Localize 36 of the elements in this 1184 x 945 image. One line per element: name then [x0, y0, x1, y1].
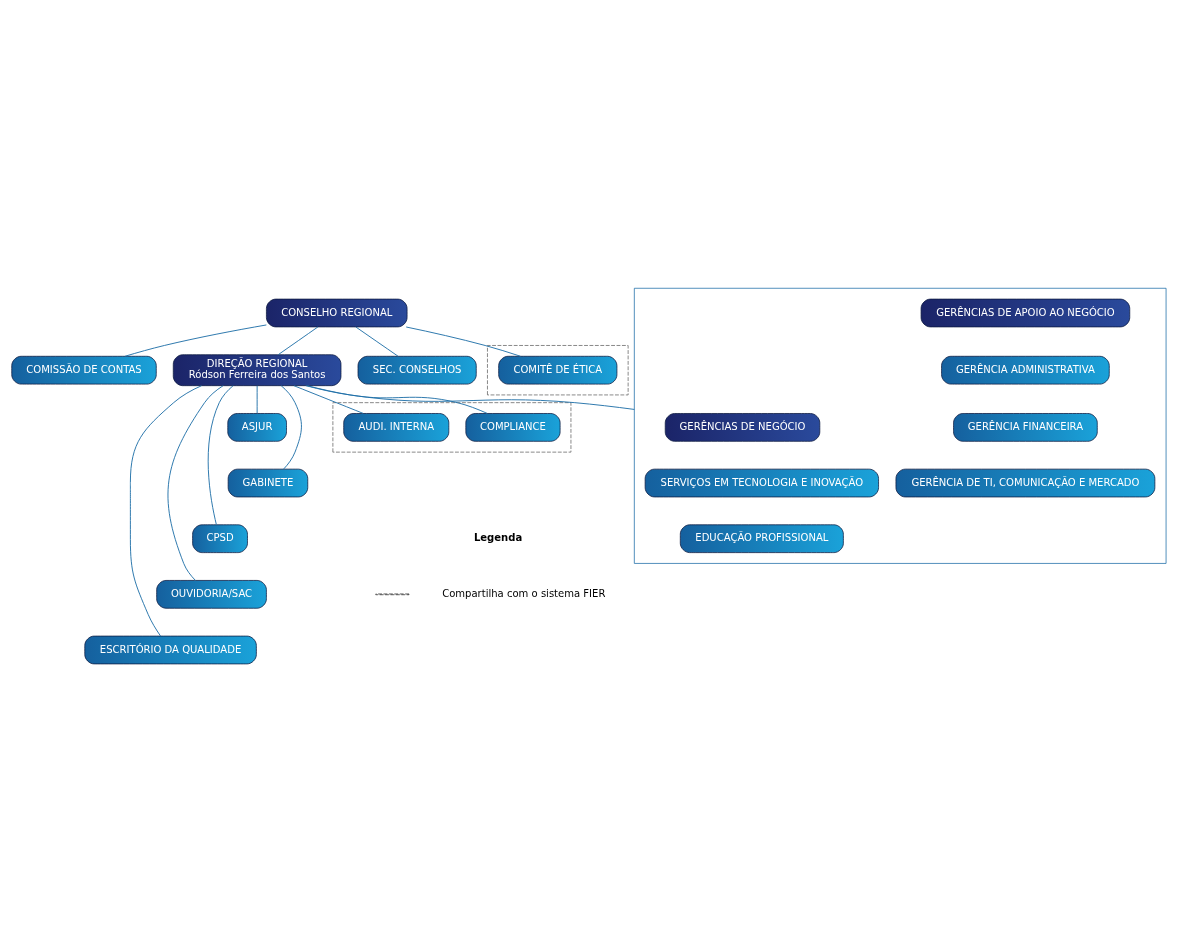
connector: [306, 384, 488, 414]
node-box: COMISSÃO DE CONTAS: [11, 355, 157, 384]
node-box: COMITÊ DE ÉTICA: [498, 355, 618, 384]
node-box: EDUCAÇÃO PROFISSIONAL: [679, 523, 844, 553]
legend-label: Compartilha com o sistema FIER: [442, 587, 606, 599]
connector: [207, 384, 234, 525]
connector: [280, 384, 302, 470]
cluster: [487, 344, 629, 395]
node-box: CONSELHO REGIONAL: [266, 298, 408, 327]
node-box: GERÊNCIAS DE APOIO AO NEGÓCIO: [920, 298, 1131, 327]
node-box: ESCRITÓRIO DA QUALIDADE: [84, 635, 257, 664]
cluster: [332, 401, 572, 452]
node-box: AUDI. INTERNA: [343, 412, 450, 442]
connector: [167, 384, 224, 581]
connector: [124, 324, 267, 357]
node-box: GERÊNCIA FINANCEIRA: [953, 412, 1098, 442]
connector: [293, 384, 364, 414]
connector: [277, 326, 319, 355]
node-box: CPSD: [192, 523, 248, 553]
connector: [129, 384, 202, 636]
node-box: OUVIDORIA/SAC: [156, 579, 267, 609]
connector: [405, 326, 521, 357]
node-box: ASJUR: [227, 412, 287, 442]
node-box: GERÊNCIAS DE NEGÓCIO: [664, 412, 821, 442]
connector: [305, 384, 635, 410]
node-box: GERÊNCIA ADMINISTRATIVA: [941, 355, 1110, 384]
label: Legenda: [473, 531, 523, 543]
node-box: SERVIÇOS EM TECNOLOGIA E INOVAÇÃO: [644, 468, 879, 497]
node-box: SEC. CONSELHOS: [357, 355, 477, 384]
connector: [256, 384, 258, 414]
node-box: DIREÇÃO REGIONAL Ródson Ferreira dos Santos: [172, 353, 342, 386]
node-box: GABINETE: [227, 468, 309, 497]
connector: [355, 326, 399, 357]
cluster: [633, 287, 1167, 564]
node-box: GERÊNCIA DE TI, COMUNICAÇÃO E MERCADO: [895, 468, 1156, 497]
node-box: COMPLIANCE: [465, 412, 561, 442]
